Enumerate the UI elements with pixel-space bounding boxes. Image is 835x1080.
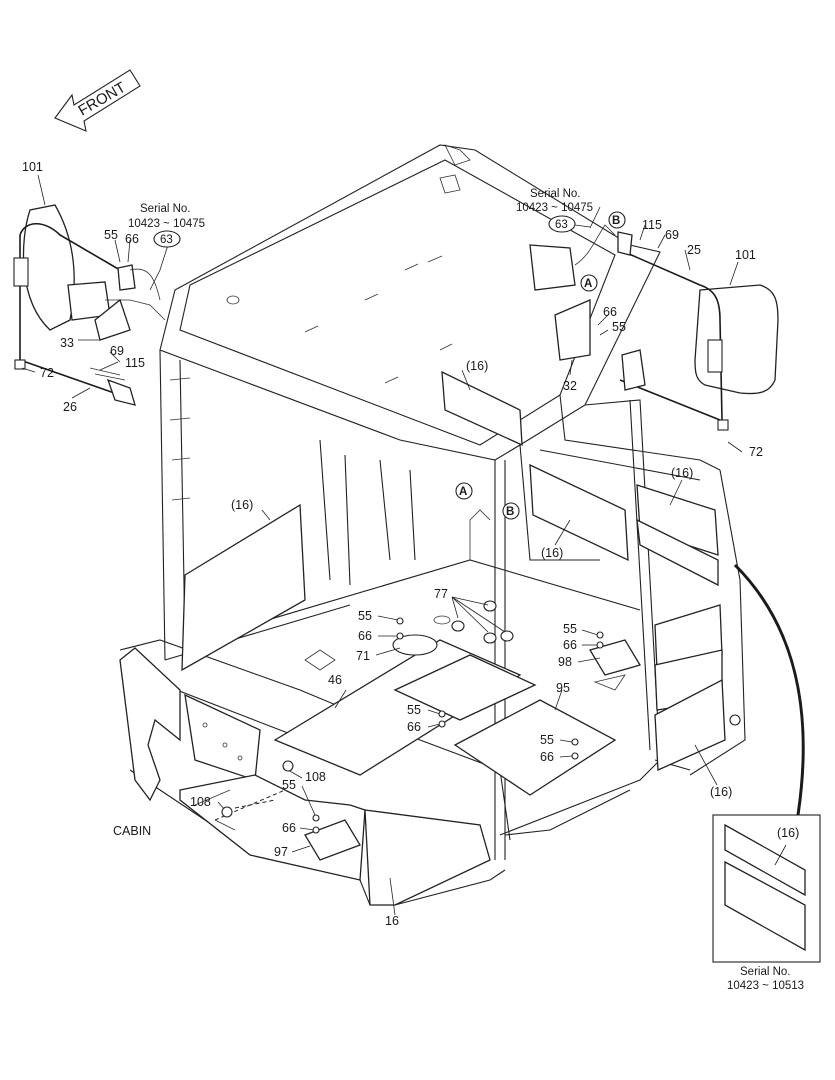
callout-a-top: A (584, 278, 592, 290)
label-108-a: 108 (305, 770, 326, 784)
cabin-label: CABIN (113, 824, 151, 838)
part-labels: 101 55 66 33 69 115 72 26 115 69 25 101 … (22, 160, 799, 928)
callout-a-cabin: A (459, 486, 467, 498)
fasteners (221, 617, 741, 834)
serial-note-inset: Serial No. 10423 ~ 10513 (727, 966, 804, 992)
right-mirror-assembly (529, 224, 779, 431)
label-16-right-lower: (16) (710, 785, 732, 799)
callout-63-left: 63 (160, 234, 173, 246)
front-lower-panel (119, 647, 261, 802)
label-55-floor-b: 55 (563, 622, 577, 636)
label-66-right: 66 (603, 305, 617, 319)
serial-note-right: Serial No. 10423 ~ 10475 63 (516, 188, 593, 233)
inset-panel (712, 563, 821, 963)
detail-callouts: B A A B (455, 211, 626, 520)
label-16-rear: (16) (541, 546, 563, 560)
label-26: 26 (63, 400, 77, 414)
label-101-left: 101 (22, 160, 43, 174)
label-55-floor-a: 55 (358, 609, 372, 623)
serial-inset-line2: 10423 ~ 10513 (727, 980, 804, 992)
label-55-left: 55 (104, 228, 118, 242)
floor-plates (273, 615, 641, 861)
label-71: 71 (356, 649, 370, 663)
label-77: 77 (434, 587, 448, 601)
label-97: 97 (274, 845, 288, 859)
insulation-panels (181, 370, 726, 771)
label-108-b: 108 (190, 795, 211, 809)
serial-left-line2: 10423 ~ 10475 (128, 218, 205, 230)
label-55-floor-d: 55 (540, 733, 554, 747)
label-55-front: 55 (282, 778, 296, 792)
callout-63-right: 63 (555, 219, 568, 231)
label-32: 32 (563, 379, 577, 393)
serial-right-line1: Serial No. (530, 188, 581, 200)
label-46: 46 (328, 673, 342, 687)
label-98: 98 (558, 655, 572, 669)
label-95: 95 (556, 681, 570, 695)
label-69-left: 69 (110, 344, 124, 358)
serial-inset-line1: Serial No. (740, 966, 791, 978)
label-66-floor-a: 66 (358, 629, 372, 643)
label-66-floor-d: 66 (540, 750, 554, 764)
label-115-left: 115 (125, 356, 145, 370)
label-16-right-rear: (16) (671, 466, 693, 480)
callout-b-top: B (612, 215, 620, 227)
front-label: FRONT (76, 79, 129, 120)
label-72-left: 72 (40, 366, 54, 380)
label-16-left-wall: (16) (231, 498, 253, 512)
label-72-right: 72 (749, 445, 763, 459)
label-16-roof: (16) (466, 359, 488, 373)
label-101-right: 101 (735, 248, 756, 262)
mounts-77 (451, 600, 514, 644)
label-66-floor-b: 66 (563, 638, 577, 652)
left-mirror-assembly (13, 204, 166, 406)
label-66-front: 66 (282, 821, 296, 835)
serial-left-line1: Serial No. (140, 203, 191, 215)
label-66-left: 66 (125, 232, 139, 246)
label-115-right: 115 (642, 218, 662, 232)
callout-b-cabin: B (506, 506, 514, 518)
label-55-right: 55 (612, 320, 626, 334)
label-16-inset: (16) (777, 826, 799, 840)
label-55-floor-c: 55 (407, 703, 421, 717)
leader-lines (21, 174, 787, 916)
label-25: 25 (687, 243, 701, 257)
label-33: 33 (60, 336, 74, 350)
label-16-front: 16 (385, 914, 399, 928)
label-69-right: 69 (665, 228, 679, 242)
serial-note-left: Serial No. 10423 ~ 10475 63 (128, 203, 205, 248)
label-66-floor-c: 66 (407, 720, 421, 734)
serial-right-line2: 10423 ~ 10475 (516, 202, 593, 214)
front-arrow: FRONT (54, 69, 141, 132)
